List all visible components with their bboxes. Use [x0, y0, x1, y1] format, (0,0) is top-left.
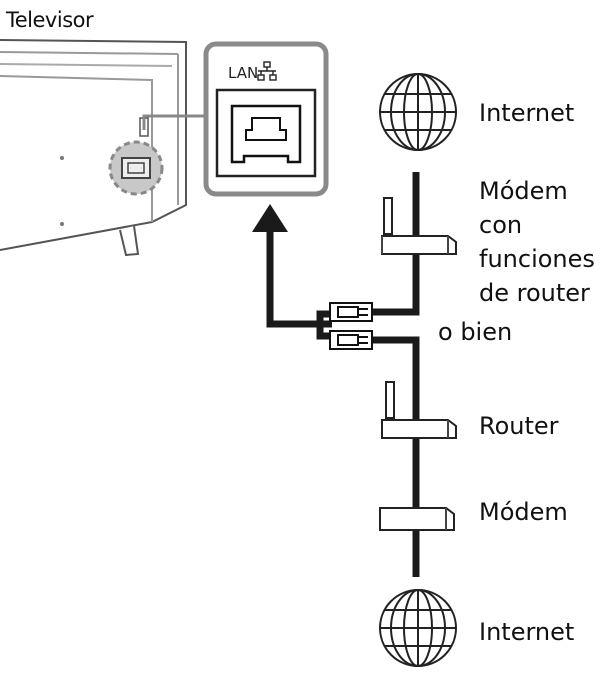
modem-router-combo-icon — [381, 197, 457, 255]
lan-callout-box — [203, 41, 329, 197]
modem-router-label: Módem con funciones de router — [479, 174, 599, 310]
globe-icon — [379, 73, 457, 151]
cable-to-tv — [266, 232, 332, 328]
lan-port-label: LAN — [228, 64, 259, 82]
globe-icon-bottom — [379, 589, 457, 667]
ethernet-plug-icon — [329, 302, 373, 350]
modem-router-line: Módem — [479, 177, 568, 205]
router-icon — [381, 381, 457, 439]
internet-top-label: Internet — [479, 99, 575, 127]
alternative-label: o bien — [438, 318, 513, 346]
cable-top-path — [372, 172, 420, 316]
modem-icon — [379, 507, 455, 531]
callout-leader — [142, 114, 208, 130]
tv-label: Televisor — [6, 8, 94, 32]
lan-port-icon — [230, 104, 302, 164]
internet-bottom-label: Internet — [479, 618, 575, 646]
cables — [266, 172, 420, 577]
cable-bottom-path — [372, 336, 420, 577]
network-symbol-icon — [257, 61, 277, 81]
television — [0, 39, 187, 257]
modem-router-line: con — [479, 211, 523, 239]
modem-label: Módem — [479, 498, 568, 526]
router-label: Router — [479, 412, 559, 440]
arrow-to-tv — [252, 204, 288, 232]
tv-lan-port-highlight — [108, 117, 164, 196]
modem-router-line: funciones — [479, 245, 595, 273]
modem-router-line: de router — [479, 279, 590, 307]
